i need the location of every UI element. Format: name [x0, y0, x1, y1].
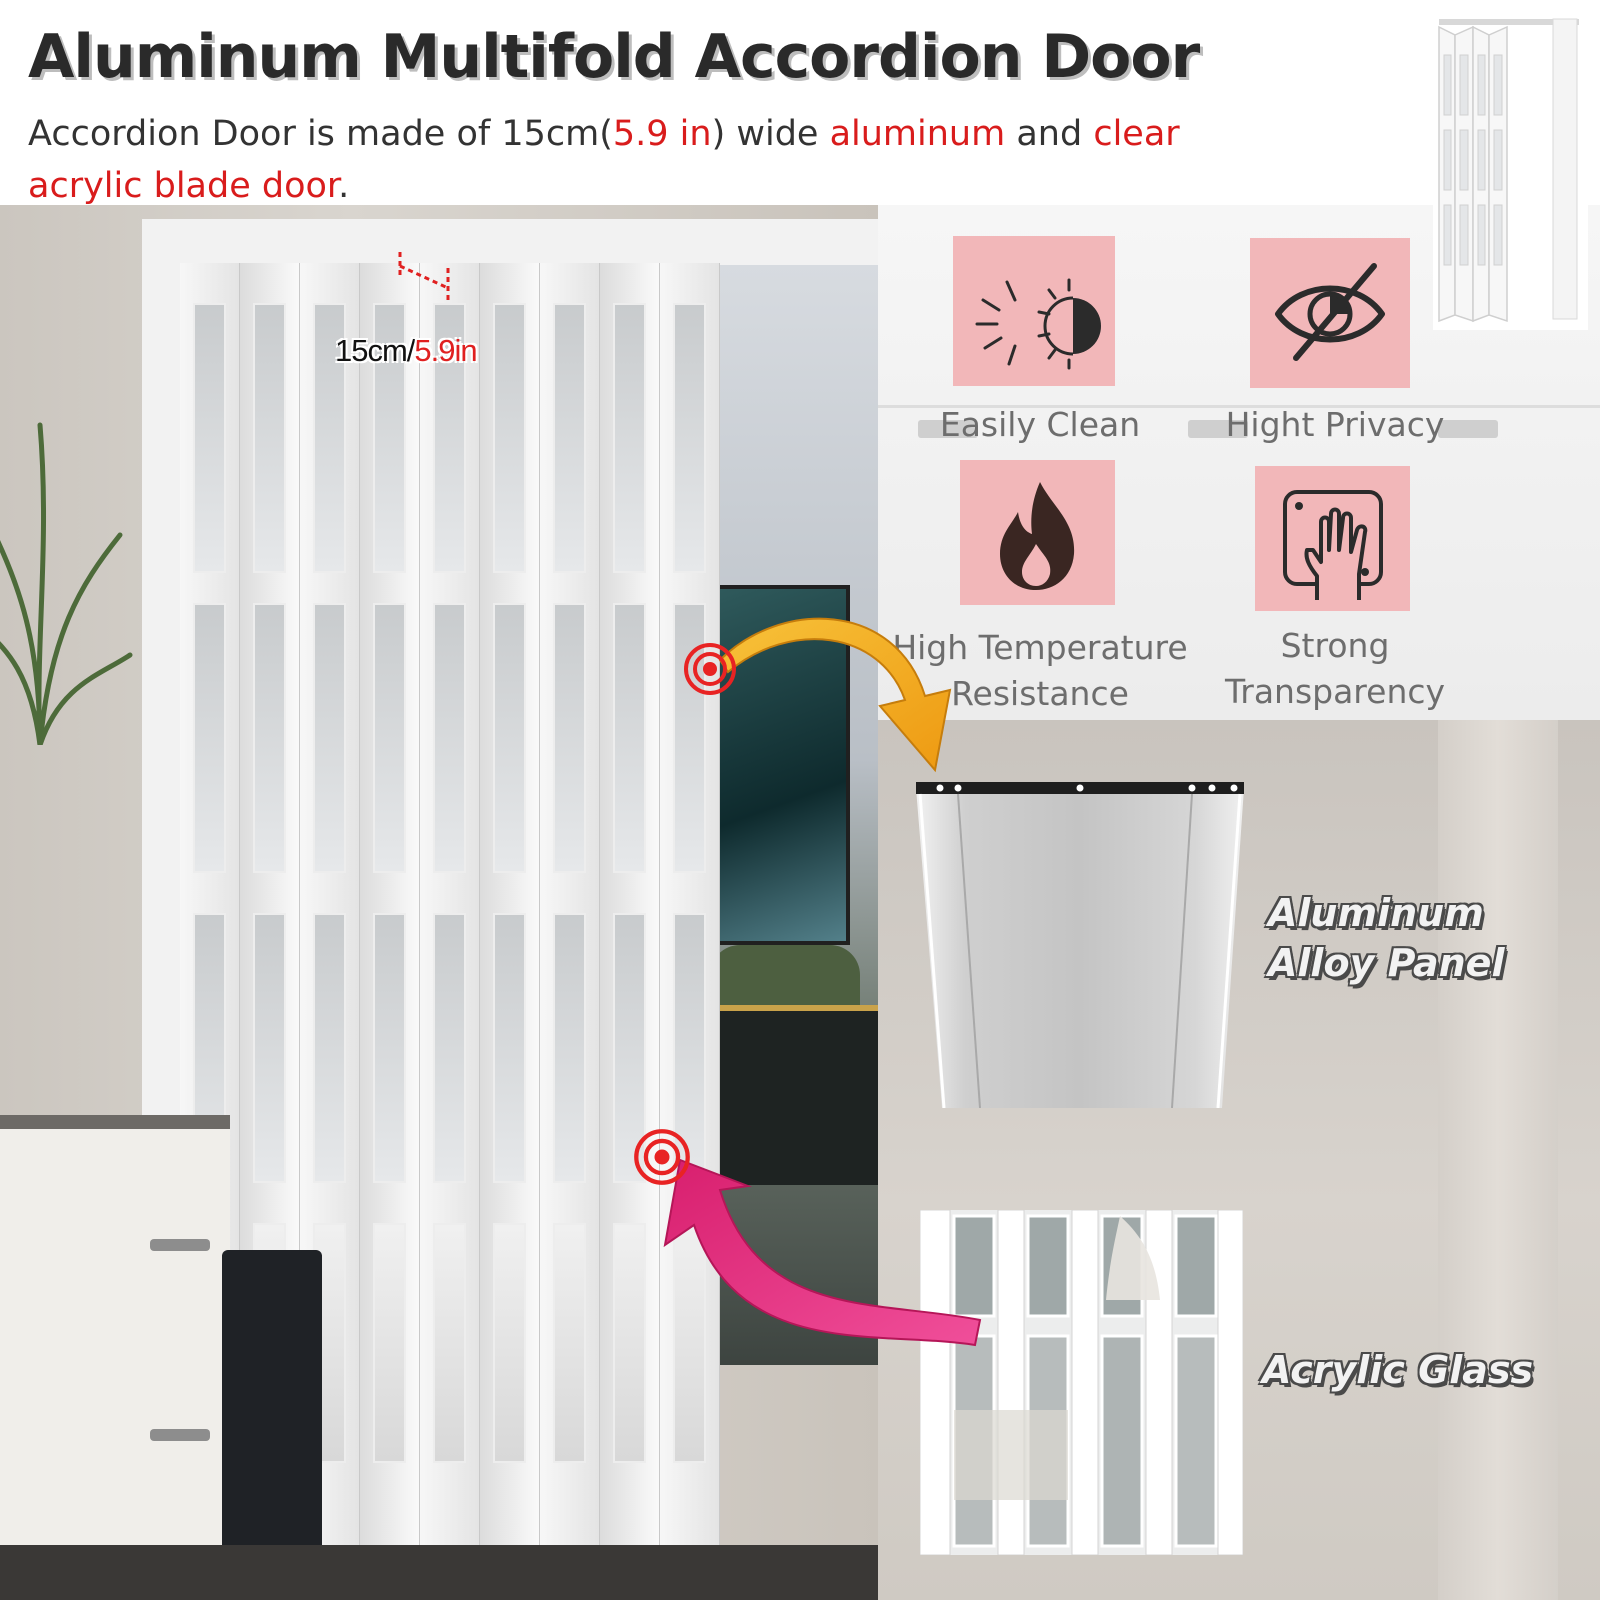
target-marker-icon — [634, 1129, 690, 1185]
door-pleat — [480, 263, 540, 1553]
aluminum-profile-icon — [916, 782, 1244, 1108]
description-width: 5.9 in — [612, 114, 712, 154]
feature-privacy-label: Hight Privacy — [1225, 405, 1445, 444]
door-pleat — [540, 263, 600, 1553]
acrylic-panel-icon — [920, 1210, 1243, 1555]
width-cm: 15cm/ — [335, 333, 415, 368]
plant-icon — [0, 422, 133, 745]
feature-temperature-label-line2: Resistance — [951, 674, 1129, 713]
floor — [0, 1545, 878, 1600]
aluminum-panel-callout: Aluminum Alloy Panel — [1268, 888, 1504, 988]
door-thumbnail — [1433, 15, 1588, 330]
feature-transparency-label-line2: Transparency — [1224, 672, 1446, 711]
sun-contrast-icon — [975, 278, 1101, 370]
acrylic-glass-callout: Acrylic Glass — [1262, 1348, 1534, 1392]
width-inch: 5.9in — [414, 333, 477, 368]
wall-art — [710, 585, 850, 945]
acrylic-hotspot — [632, 1127, 692, 1187]
flame-icon — [1000, 482, 1075, 590]
feature-transparency-label-line1: Strong — [1280, 626, 1390, 665]
width-measurement-label: 15cm/5.9in — [335, 333, 478, 369]
kitchen-counter — [0, 1115, 230, 1600]
description-material-acrylic: clear acrylic blade door — [28, 114, 1180, 206]
feature-easily-clean-label: Easily Clean — [939, 405, 1141, 444]
feature-temperature-tile — [960, 460, 1115, 605]
dining-room-view — [700, 265, 878, 1365]
trash-bin — [222, 1250, 322, 1600]
dining-table — [700, 1005, 878, 1185]
aluminum-callout-line1: Aluminum — [1268, 891, 1484, 935]
folded-door-icon — [1433, 15, 1588, 330]
aluminum-callout-line2: Alloy Panel — [1268, 941, 1505, 985]
acrylic-glass-image — [920, 1210, 1243, 1555]
header: Aluminum Multifold Accordion Door Accord… — [0, 0, 1600, 206]
feature-easily-clean-tile — [953, 236, 1115, 386]
target-marker-icon — [684, 643, 736, 695]
eye-off-icon — [1275, 263, 1385, 361]
hand-on-glass-icon — [1283, 490, 1383, 600]
feature-transparency-label: Strong Transparency — [1195, 623, 1475, 715]
door-pleat — [420, 263, 480, 1553]
door-pleat — [360, 263, 420, 1553]
description-text-1: Accordion Door is made of 15cm( — [28, 114, 613, 154]
description-text-4: . — [338, 166, 350, 206]
feature-privacy-tile — [1250, 238, 1410, 388]
door-pleat — [600, 263, 660, 1553]
width-dimension-icon — [398, 252, 450, 300]
installed-door-photo — [0, 205, 878, 1600]
feature-temperature-label: High Temperature Resistance — [880, 625, 1200, 717]
description-material-aluminum: aluminum — [829, 114, 1006, 154]
feature-transparency-tile — [1255, 466, 1410, 611]
door-pleat — [660, 263, 720, 1553]
product-description: Accordion Door is made of 15cm(5.9 in) w… — [28, 108, 1288, 212]
aluminum-panel-image — [912, 778, 1248, 1108]
description-text-3: and — [1005, 114, 1094, 154]
feature-temperature-label-line1: High Temperature — [892, 628, 1188, 667]
aluminum-hotspot — [682, 641, 738, 697]
description-text-2: ) wide — [711, 114, 830, 154]
page-title: Aluminum Multifold Accordion Door — [28, 22, 1200, 92]
